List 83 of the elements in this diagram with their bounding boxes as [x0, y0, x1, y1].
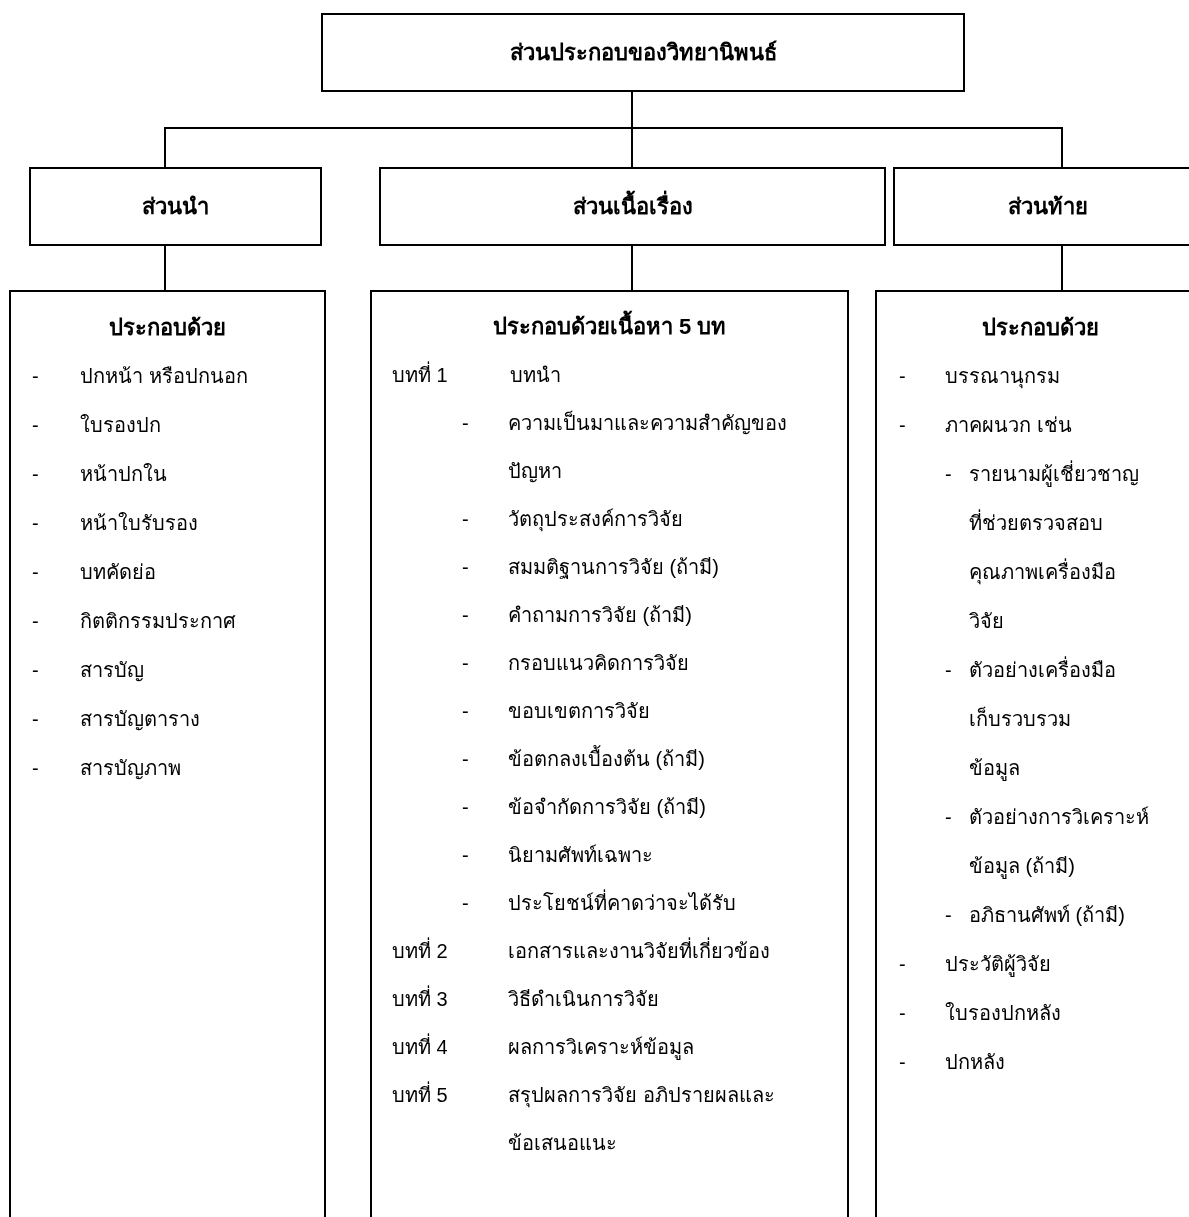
list-item: วัตถุประสงค์การวิจัย	[508, 507, 684, 534]
content-box	[370, 290, 849, 1217]
list-item: บทคัดย่อ	[80, 559, 157, 585]
list-item: ปกหน้า หรือปกนอก	[80, 363, 249, 389]
list-item: นิยามศัพท์เฉพาะ	[508, 843, 654, 868]
list-item: บทนำ	[510, 363, 562, 388]
list-item: ข้อตกลงเบื้องต้น (ถ้ามี)	[508, 735, 838, 783]
list-item: ภาคผนวก เช่น	[945, 412, 1073, 438]
list-dash: -	[462, 411, 470, 436]
list-dash: -	[899, 1000, 907, 1026]
list-dash: -	[32, 510, 40, 536]
list-item: สารบัญภาพ	[80, 755, 182, 782]
section-box	[379, 167, 886, 246]
connector-line	[164, 245, 166, 291]
chapter-label: บทที่ 4	[392, 1023, 502, 1071]
list-dash: -	[32, 755, 40, 781]
list-item: หน้าปกใน	[80, 461, 168, 487]
list-dash: -	[462, 747, 470, 772]
list-item: สารบัญตาราง	[80, 706, 201, 733]
list-item: ข้อจำกัดการวิจัย (ถ้ามี)	[508, 795, 707, 820]
list-item: ตัวอย่างการวิเคราะห์ข้อมูล (ถ้ามี)	[969, 804, 1150, 881]
list-dash: -	[462, 843, 470, 868]
list-dash: -	[462, 795, 470, 820]
list-dash: -	[945, 902, 953, 928]
list-item: อภิธานศัพท์ (ถ้ามี)	[969, 902, 1126, 928]
list-dash: -	[462, 507, 470, 532]
list-dash: -	[32, 706, 40, 732]
list-heading: ประกอบด้วย	[980, 313, 1100, 342]
list-heading: ประกอบด้วย	[108, 313, 227, 342]
list-item: สรุปผลการวิจัย อภิปรายผลและข้อเสนอแนะ	[508, 1083, 776, 1156]
list-dash: -	[32, 363, 40, 389]
list-item: รายนามผู้เชี่ยวชาญที่ช่วยตรวจสอบคุณภาพเครื่องมือวิจัย	[969, 459, 1140, 634]
connector-line	[1061, 245, 1063, 291]
connector-line	[631, 245, 633, 291]
list-item: ประโยชน์ที่คาดว่าจะได้รับ	[508, 879, 838, 927]
list-dash: -	[945, 461, 953, 487]
list-dash: -	[462, 891, 470, 916]
list-heading: ประกอบด้วยเนื้อหา 5 บท	[372, 303, 847, 351]
list-dash: -	[32, 412, 40, 438]
section-box	[321, 13, 965, 92]
section-box	[29, 167, 322, 246]
list-item: ตัวอย่างเครื่องมือเก็บรวบรวมข้อมูล	[969, 655, 1117, 783]
list-dash: -	[899, 412, 907, 438]
list-dash: -	[899, 951, 907, 977]
list-item: ใบรองปกหลัง	[945, 1000, 1062, 1026]
section-box	[893, 167, 1189, 246]
list-dash: -	[462, 651, 470, 676]
list-item: สารบัญ	[80, 657, 145, 684]
list-dash: -	[462, 603, 470, 628]
list-item: หน้าใบรับรอง	[80, 510, 199, 536]
box-label: ส่วนประกอบของวิทยานิพนธ์	[509, 39, 777, 67]
list-item: ขอบเขตการวิจัย	[508, 699, 651, 724]
list-item: ผลการวิเคราะห์ข้อมูล	[508, 1035, 695, 1062]
box-label: ส่วนเนื้อเรื่อง	[572, 189, 693, 224]
list-item: ความเป็นมาและความสำคัญของปัญหา	[508, 409, 788, 485]
list-dash: -	[462, 555, 470, 580]
list-dash: -	[899, 363, 907, 389]
chapter-label: บทที่ 5	[392, 1071, 502, 1119]
list-item: กิตติกรรมประกาศ	[80, 608, 237, 634]
list-item: วิธีดำเนินการวิจัย	[508, 987, 660, 1012]
list-dash: -	[945, 657, 953, 683]
box-label: ส่วนนำ	[142, 193, 209, 221]
list-item: ปกหลัง	[945, 1049, 1006, 1075]
list-item: คำถามการวิจัย (ถ้ามี)	[508, 603, 693, 628]
list-item: ใบรองปก	[80, 412, 162, 438]
list-dash: -	[462, 699, 470, 724]
list-dash: -	[899, 1049, 907, 1075]
list-item: บรรณานุกรม	[945, 363, 1061, 391]
chapter-label: บทที่ 3	[392, 975, 502, 1023]
list-item: ประวัติผู้วิจัย	[945, 951, 1052, 979]
content-box	[9, 290, 326, 1217]
list-item: สมมติฐานการวิจัย (ถ้ามี)	[508, 555, 720, 581]
list-dash: -	[32, 608, 40, 634]
list-dash: -	[32, 559, 40, 585]
content-box	[875, 290, 1189, 1217]
list-dash: -	[32, 657, 40, 683]
list-dash: -	[945, 804, 953, 830]
chapter-label: บทที่ 2	[392, 927, 502, 975]
list-dash: -	[32, 461, 40, 487]
list-item: กรอบแนวคิดการวิจัย	[508, 651, 690, 676]
box-label: ส่วนท้าย	[1008, 193, 1088, 221]
list-item: เอกสารและงานวิจัยที่เกี่ยวข้อง	[508, 927, 843, 975]
chapter-label: บทที่ 1	[392, 351, 502, 399]
